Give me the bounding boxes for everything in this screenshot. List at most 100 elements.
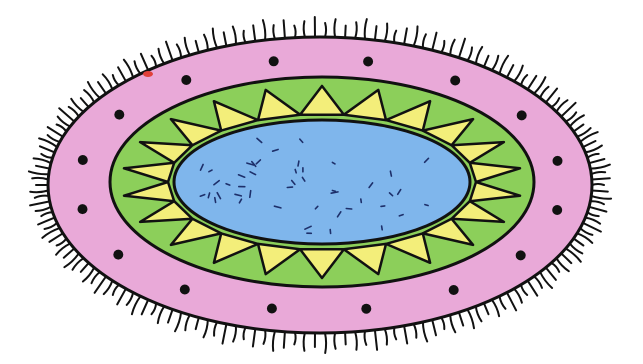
cilium bbox=[204, 35, 208, 51]
cilium bbox=[64, 249, 75, 258]
cilium bbox=[81, 263, 89, 272]
cilium bbox=[158, 306, 164, 323]
cilium bbox=[92, 272, 100, 283]
membrane-dot bbox=[450, 76, 460, 86]
cilium bbox=[253, 25, 255, 41]
cilium bbox=[57, 239, 67, 246]
membrane-dot bbox=[267, 304, 277, 314]
cilium bbox=[521, 75, 527, 85]
cilium bbox=[152, 303, 157, 314]
cilium bbox=[233, 27, 236, 45]
membrane-dot bbox=[269, 56, 279, 66]
cilium bbox=[385, 24, 388, 42]
cilium bbox=[561, 253, 571, 263]
cilium bbox=[117, 289, 126, 305]
cilium bbox=[507, 65, 513, 77]
cilium bbox=[36, 166, 50, 169]
cilium bbox=[546, 89, 557, 103]
speck bbox=[298, 161, 299, 166]
cilium bbox=[476, 47, 482, 64]
cilium bbox=[365, 19, 367, 39]
cilium bbox=[589, 207, 606, 212]
cilium bbox=[104, 281, 113, 295]
cilium bbox=[284, 332, 285, 348]
cilium bbox=[484, 303, 489, 314]
speck bbox=[382, 226, 383, 230]
cilium bbox=[196, 41, 199, 53]
membrane-dot bbox=[361, 304, 371, 314]
cilium bbox=[168, 309, 173, 322]
cilium bbox=[223, 324, 227, 344]
cilium bbox=[213, 29, 217, 49]
cilium bbox=[507, 293, 516, 311]
membrane-dot bbox=[180, 285, 190, 295]
cilium bbox=[450, 315, 455, 332]
cilium bbox=[29, 171, 49, 174]
cilium bbox=[394, 327, 396, 339]
cilium bbox=[459, 39, 465, 58]
cilium bbox=[40, 146, 55, 152]
cilium bbox=[592, 178, 610, 179]
cilium bbox=[385, 329, 387, 345]
cilium bbox=[185, 315, 190, 330]
cilium bbox=[394, 31, 396, 43]
speck bbox=[215, 198, 216, 203]
cilium bbox=[580, 228, 592, 235]
cilium bbox=[45, 223, 58, 229]
cilium bbox=[583, 141, 596, 147]
cilium bbox=[273, 331, 275, 351]
membrane-dot bbox=[181, 75, 191, 85]
cilium bbox=[81, 98, 89, 107]
cilium bbox=[375, 330, 377, 350]
membrane-dot bbox=[553, 156, 563, 166]
speck bbox=[361, 199, 362, 202]
red-speck bbox=[143, 71, 153, 77]
cilium bbox=[141, 54, 148, 71]
speck bbox=[295, 170, 296, 173]
cilium bbox=[432, 320, 436, 336]
cilium bbox=[152, 56, 157, 67]
cilium bbox=[304, 333, 305, 351]
cilium bbox=[135, 61, 141, 74]
speck bbox=[381, 206, 385, 207]
membrane-dot bbox=[113, 250, 123, 260]
cilium bbox=[585, 218, 600, 224]
membrane-dot bbox=[78, 204, 88, 214]
cilium bbox=[441, 41, 444, 53]
cilium bbox=[574, 125, 584, 132]
cilium bbox=[587, 154, 598, 158]
cilium bbox=[159, 49, 165, 64]
cilium bbox=[423, 322, 427, 342]
cilium bbox=[175, 312, 181, 331]
cilium bbox=[34, 158, 51, 163]
cilium bbox=[84, 90, 94, 102]
cilium bbox=[142, 300, 149, 315]
cilium bbox=[375, 26, 377, 40]
cilium bbox=[263, 20, 265, 40]
cilium bbox=[500, 56, 509, 74]
cilium bbox=[35, 196, 49, 198]
cilium bbox=[127, 293, 133, 305]
cilium bbox=[587, 212, 598, 216]
speck bbox=[250, 191, 251, 198]
cilium bbox=[185, 38, 190, 55]
cilium bbox=[48, 135, 60, 142]
cilium bbox=[41, 212, 52, 216]
cilium bbox=[334, 333, 335, 349]
cilium bbox=[294, 26, 295, 38]
cilium bbox=[103, 74, 113, 89]
cilium bbox=[57, 125, 67, 132]
speck bbox=[332, 191, 335, 192]
cilium bbox=[551, 98, 559, 107]
cilium bbox=[177, 44, 181, 57]
cilium bbox=[521, 285, 527, 295]
cilium bbox=[476, 306, 482, 321]
cilium bbox=[484, 56, 489, 67]
cilium bbox=[166, 42, 173, 61]
cilium bbox=[592, 191, 608, 192]
cilium bbox=[243, 31, 245, 43]
cilium bbox=[113, 285, 119, 295]
speck bbox=[390, 171, 391, 176]
cilium bbox=[492, 56, 499, 71]
